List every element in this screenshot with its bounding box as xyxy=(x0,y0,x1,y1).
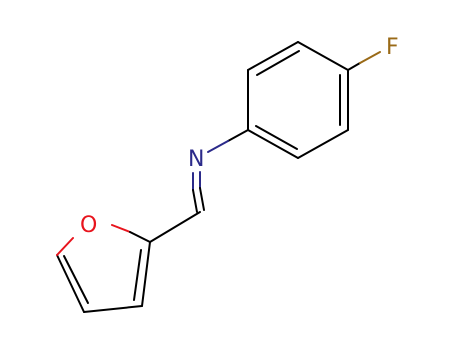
furan-ring xyxy=(56,224,151,313)
methine-furan-bond xyxy=(149,211,201,243)
benzene-ring xyxy=(247,41,349,159)
nitrogen-label: N xyxy=(188,147,204,172)
fluorine-label: F xyxy=(386,35,399,60)
ring-bond xyxy=(297,41,349,71)
oxygen-label: O xyxy=(80,213,97,238)
ring-bond xyxy=(247,41,299,71)
ring-double-bond xyxy=(256,50,300,76)
ring-bond xyxy=(297,129,349,159)
ring-double-bond xyxy=(255,125,298,150)
ring-bond xyxy=(247,129,299,159)
imine-double-bond xyxy=(192,171,205,213)
cf-bond xyxy=(347,51,381,71)
ring-n-bond xyxy=(207,129,249,153)
